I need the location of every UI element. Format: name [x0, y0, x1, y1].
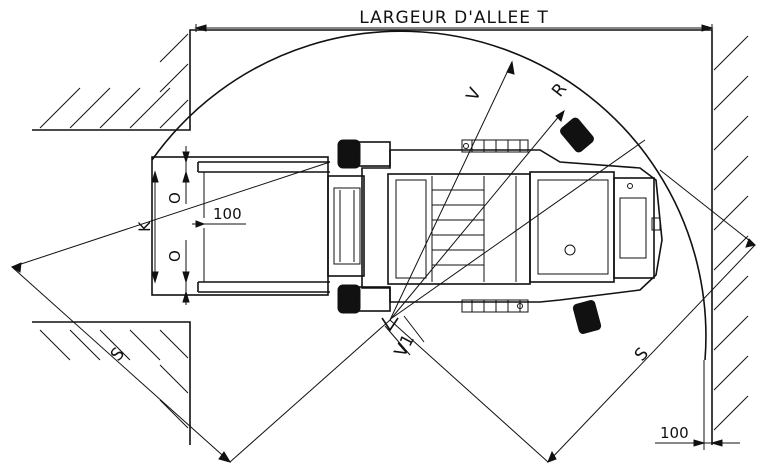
label-s-left: S	[107, 344, 129, 365]
label-o-bottom: O	[166, 250, 184, 262]
label-s-right: S	[631, 344, 653, 365]
label-v: V	[463, 84, 486, 104]
forklift	[327, 117, 663, 334]
turning-radius-arc	[151, 30, 707, 361]
dim-100-bottom: 100	[655, 360, 740, 450]
dim-k: K	[135, 170, 159, 284]
label-k: K	[135, 221, 154, 232]
label-v1: V1	[391, 331, 419, 360]
label-o-top: O	[166, 192, 184, 204]
left-wall-lower	[32, 321, 191, 445]
aisle-width-dimension: LARGEUR D'ALLEE T	[194, 8, 714, 32]
label-r: R	[548, 79, 571, 101]
fork-tines	[151, 156, 330, 296]
label-100-fork: 100	[213, 205, 242, 223]
dim-o: O O	[166, 146, 190, 305]
aisle-width-label: LARGEUR D'ALLEE T	[359, 8, 548, 28]
dim-100-fork: 100	[192, 205, 246, 228]
label-100-bottom: 100	[660, 424, 689, 442]
construction-lines	[11, 61, 756, 463]
left-wall-upper	[32, 29, 713, 445]
right-wall	[713, 35, 749, 431]
